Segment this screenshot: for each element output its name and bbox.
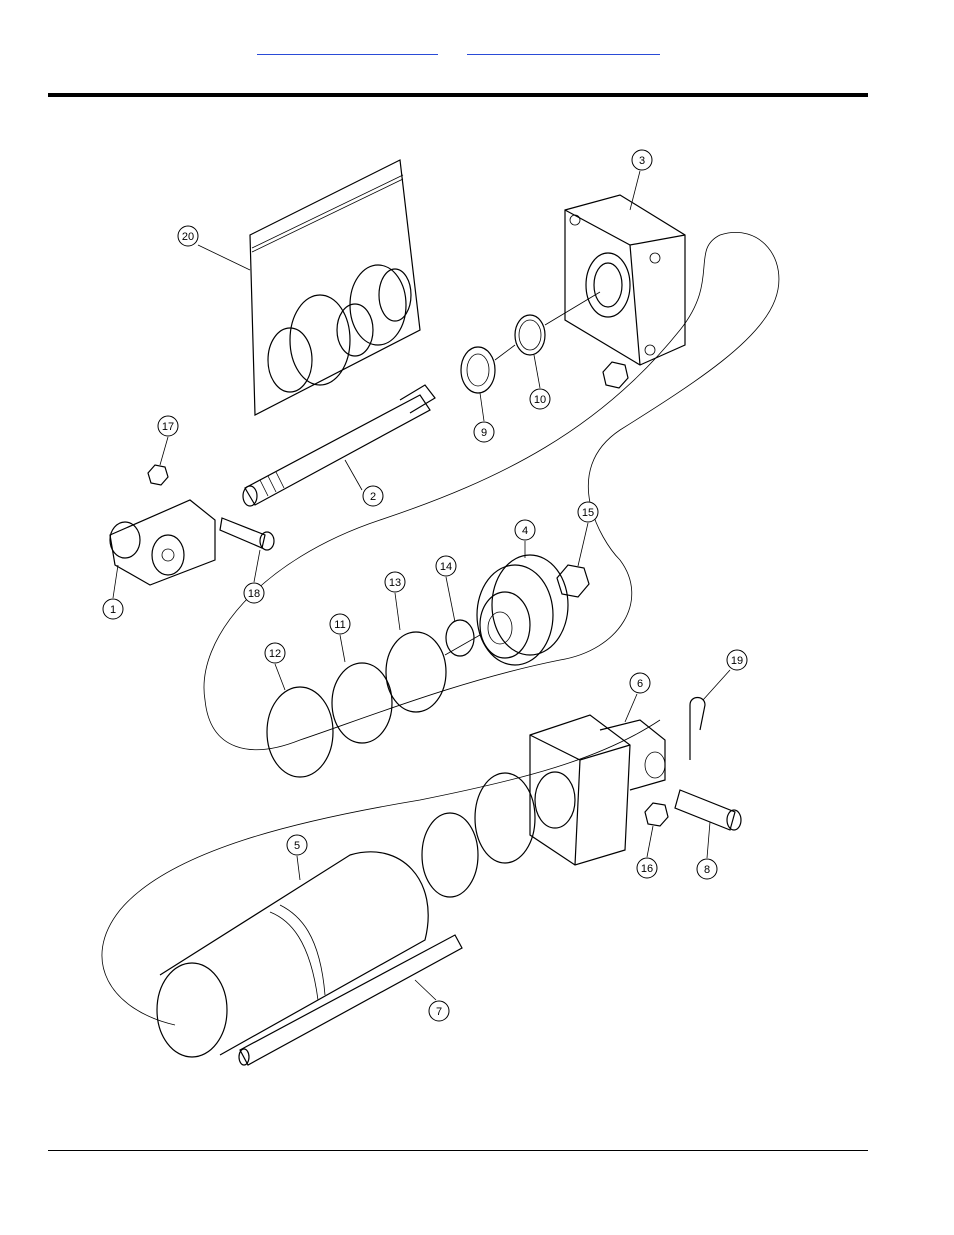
leader-lines [113,171,730,1000]
callout-18: 18 [244,583,264,603]
cylinder-barrel [157,852,428,1057]
footer-rule [48,1150,868,1151]
nut-3 [603,362,628,388]
callout-13: 13 [385,572,405,592]
bolt-18 [220,518,274,550]
nut-15 [557,565,589,597]
callout-20: 20 [178,226,198,246]
pin-8 [675,790,741,830]
callout-label: 8 [704,864,710,876]
callout-label: 16 [641,863,653,875]
callout-label: 18 [248,588,260,600]
callout-label: 6 [637,678,643,690]
callout-8: 8 [697,859,717,879]
callout-19: 19 [727,650,747,670]
nut-17 [148,465,168,485]
callout-2: 2 [363,486,383,506]
piston [477,555,568,665]
callout-15: 15 [578,502,598,522]
callout-label: 7 [436,1006,442,1018]
callout-7: 7 [429,1001,449,1021]
callout-label: 1 [110,604,116,616]
hair-pin-clip-19 [690,698,705,761]
base-end-cap [530,715,665,865]
callout-12: 12 [265,643,285,663]
ring-lower-b [422,813,478,897]
group-outline-lower [102,720,660,1025]
piston-rod [243,385,435,506]
callout-label: 11 [334,619,345,631]
callout-label: 3 [639,155,645,167]
ring-lower-a [475,773,535,863]
callout-17: 17 [158,416,178,436]
callout-label: 2 [370,491,376,503]
callout-11: 11 [330,614,350,634]
nut-16 [645,803,668,826]
callout-16: 16 [637,858,657,878]
callout-14: 14 [436,556,456,576]
callout-1: 1 [103,599,123,619]
group-outline-upper [204,232,779,749]
callout-label: 17 [162,421,174,433]
callout-label: 5 [294,840,300,852]
callout-4: 4 [515,520,535,540]
callout-6: 6 [630,673,650,693]
callout-label: 10 [534,394,546,406]
callout-5: 5 [287,835,307,855]
callout-label: 4 [522,525,528,537]
tie-rod [239,935,462,1065]
callout-label: 9 [481,427,487,439]
seal-kit-bag [250,160,420,415]
callout-label: 20 [182,231,194,243]
callout-9: 9 [474,422,494,442]
callout-3: 3 [632,150,652,170]
callout-10: 10 [530,389,550,409]
callout-label: 14 [440,561,452,573]
o-ring-14 [446,620,474,656]
rod-end-cap [565,195,685,365]
ring-11 [332,663,392,743]
callout-label: 12 [269,648,281,660]
rod-clevis [110,500,215,585]
callout-label: 15 [582,507,594,519]
callout-label: 19 [731,655,743,667]
callout-label: 13 [389,577,401,589]
seal-10 [515,315,545,355]
